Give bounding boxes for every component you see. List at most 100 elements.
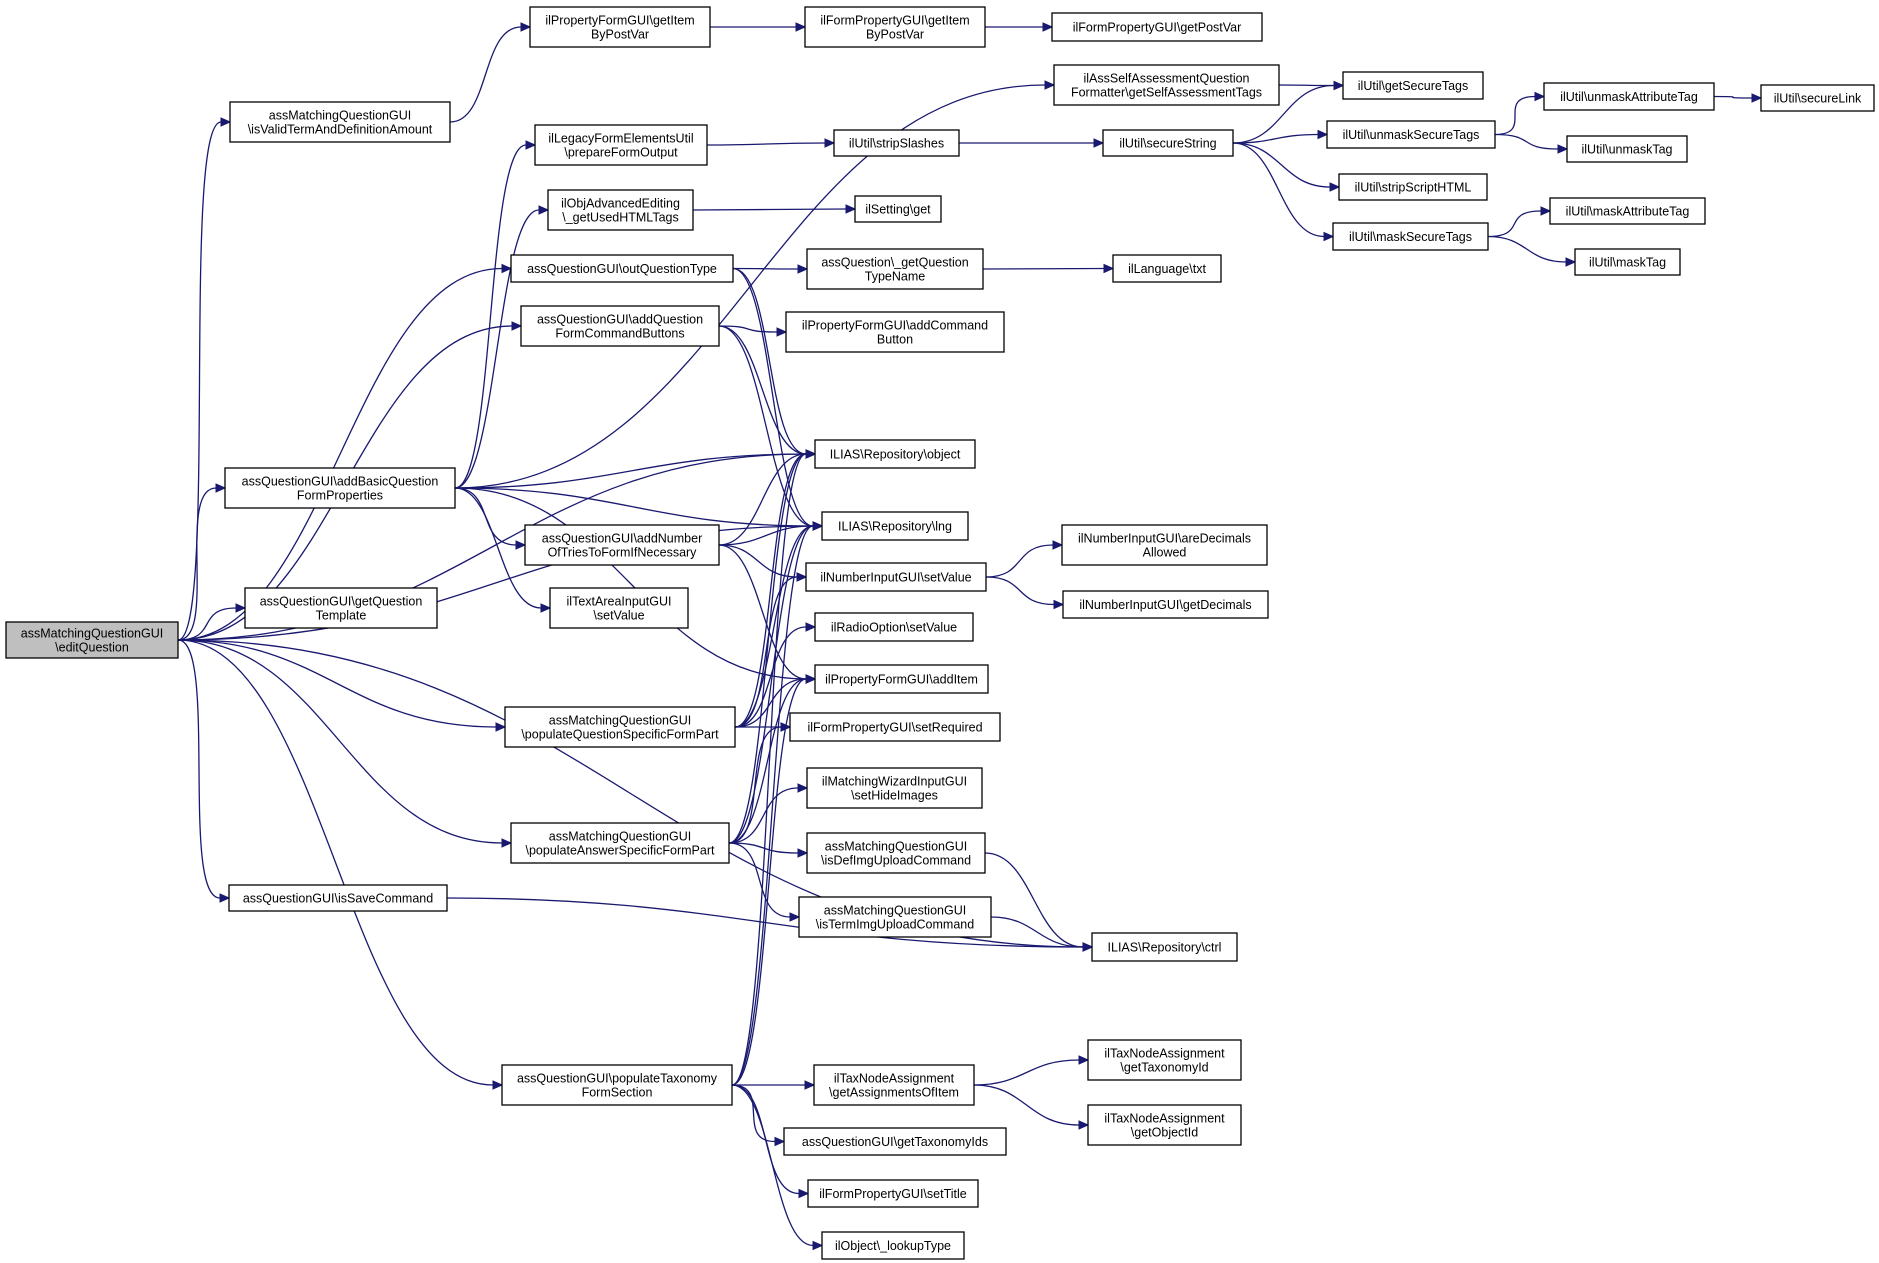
node-label: ilLegacyFormElementsUtil <box>548 132 693 146</box>
node-label: ilUtil\maskSecureTags <box>1349 230 1472 244</box>
node-label: \isDefImgUploadCommand <box>821 854 971 868</box>
node-label: \prepareFormOutput <box>564 146 678 160</box>
node-addNumberOfTries[interactable]: assQuestionGUI\addNumberOfTriesToFormIfN… <box>524 524 720 566</box>
node-selfAssess[interactable]: ilAssSelfAssessmentQuestionFormatter\get… <box>1053 64 1280 106</box>
node-isDefImgUpload[interactable]: assMatchingQuestionGUI\isDefImgUploadCom… <box>806 832 986 874</box>
call-edge-unmaskSecureTags-to-unmaskAttributeTag <box>1494 91 1546 136</box>
node-secureString[interactable]: ilUtil\secureString <box>1102 129 1234 157</box>
node-setRequired[interactable]: ilFormPropertyGUI\setRequired <box>789 712 1001 742</box>
node-getDecimals[interactable]: ilNumberInputGUI\getDecimals <box>1062 590 1269 619</box>
node-unmaskAttributeTag[interactable]: ilUtil\unmaskAttributeTag <box>1543 82 1715 111</box>
node-label: TypeName <box>865 270 925 284</box>
node-label: ilTaxNodeAssignment <box>1104 1112 1225 1126</box>
node-secureLink[interactable]: ilUtil\secureLink <box>1760 84 1875 112</box>
node-textAreaSetValue[interactable]: ilTextAreaInputGUI\setValue <box>549 587 689 629</box>
edge-arrowhead <box>1534 91 1546 102</box>
call-edge-populateASFP-to-setRequired <box>728 722 792 844</box>
edge-line <box>732 267 807 455</box>
node-label: assMatchingQuestionGUI <box>269 109 411 123</box>
node-stripScriptHTML[interactable]: ilUtil\stripScriptHTML <box>1338 173 1488 201</box>
node-root[interactable]: assMatchingQuestionGUI\editQuestion <box>5 621 179 659</box>
node-populateASFP[interactable]: assMatchingQuestionGUI\populateAnswerSpe… <box>510 822 730 864</box>
node-label: Allowed <box>1143 546 1187 560</box>
node-repoCtrl[interactable]: ILIAS\Repository\ctrl <box>1091 932 1238 962</box>
node-box <box>524 524 720 566</box>
node-legacyForm[interactable]: ilLegacyFormElementsUtil\prepareFormOutp… <box>534 124 708 166</box>
node-stripSlashes[interactable]: ilUtil\stripSlashes <box>833 129 960 157</box>
node-isSaveCommand[interactable]: assQuestionGUI\isSaveCommand <box>228 884 448 912</box>
edge-arrowhead <box>520 22 532 32</box>
node-maskSecureTags[interactable]: ilUtil\maskSecureTags <box>1332 222 1489 251</box>
node-settingGet[interactable]: ilSetting\get <box>854 195 942 223</box>
node-outQuestionType[interactable]: assQuestionGUI\outQuestionType <box>510 254 734 283</box>
node-populateTaxonomy[interactable]: assQuestionGUI\populateTaxonomyFormSecti… <box>501 1064 733 1106</box>
node-label: assMatchingQuestionGUI <box>549 830 691 844</box>
node-addBasicQFP[interactable]: assQuestionGUI\addBasicQuestionFormPrope… <box>224 467 456 509</box>
node-label: ilPropertyFormGUI\addCommand <box>802 319 988 333</box>
edge-arrowhead <box>1053 599 1065 610</box>
edge-arrowhead <box>501 263 513 274</box>
edge-arrowhead <box>1323 231 1335 242</box>
node-maskAttributeTag[interactable]: ilUtil\maskAttributeTag <box>1549 197 1706 225</box>
node-repoObject[interactable]: ILIAS\Repository\object <box>814 439 976 469</box>
call-edge-populateASFP-to-setHideImages <box>728 783 809 844</box>
call-edge-legacyForm-to-stripSlashes <box>706 138 836 148</box>
node-advEditing[interactable]: ilObjAdvancedEditing\_getUsedHTMLTags <box>547 189 694 231</box>
node-getTaxonomyIds[interactable]: assQuestionGUI\getTaxonomyIds <box>783 1127 1007 1156</box>
node-label: ilUtil\unmaskTag <box>1581 143 1672 157</box>
node-label: ilFormPropertyGUI\setTitle <box>819 1187 967 1201</box>
node-box <box>806 248 984 290</box>
node-getTaxonomyId[interactable]: ilTaxNodeAssignment\getTaxonomyId <box>1087 1039 1242 1081</box>
edge-line <box>1232 133 1319 144</box>
call-edge-populateTaxonomy-to-getAssignmentsOfItem <box>732 1080 816 1090</box>
node-lookupType[interactable]: ilObject\_lookupType <box>821 1231 965 1260</box>
node-box <box>1062 590 1269 619</box>
node-validTerm[interactable]: assMatchingQuestionGUI\isValidTermAndDef… <box>229 101 451 143</box>
call-edge-populateQSFP-to-repoObject <box>734 449 817 728</box>
call-edge-getQuestionTypeName-to-languageTxt <box>982 263 1115 274</box>
call-edge-maskSecureTags-to-maskAttributeTag <box>1487 206 1552 238</box>
edge-arrowhead <box>797 783 809 793</box>
edge-line <box>985 544 1054 578</box>
node-setHideImages[interactable]: ilMatchingWizardInputGUI\setHideImages <box>806 767 983 809</box>
node-addItem[interactable]: ilPropertyFormGUI\addItem <box>814 664 989 694</box>
node-getAssignmentsOfItem[interactable]: ilTaxNodeAssignment\getAssignmentsOfItem <box>813 1064 975 1106</box>
node-label: ilTextAreaInputGUI <box>567 595 672 609</box>
call-edge-numSetValue-to-getDecimals <box>985 576 1065 610</box>
call-edge-populateTaxonomy-to-addItem <box>731 674 817 1086</box>
edge-arrowhead <box>774 1136 786 1147</box>
node-unmaskSecureTags[interactable]: ilUtil\unmaskSecureTags <box>1326 120 1496 149</box>
call-edge-root-to-addBasicQFP <box>177 483 227 641</box>
node-box <box>854 195 942 223</box>
node-getPostVar[interactable]: ilFormPropertyGUI\getPostVar <box>1051 12 1263 42</box>
node-languageTxt[interactable]: ilLanguage\txt <box>1112 254 1222 283</box>
call-edge-populateTaxonomy-to-getTaxonomyIds <box>731 1084 786 1147</box>
node-repoLng[interactable]: ILIAS\Repository\lng <box>821 511 969 541</box>
node-radioSetValue[interactable]: ilRadioOption\setValue <box>814 612 974 642</box>
node-numSetValue[interactable]: ilNumberInputGUI\setValue <box>805 562 987 592</box>
node-getSecureTags[interactable]: ilUtil\getSecureTags <box>1342 71 1484 100</box>
node-label: \populateAnswerSpecificFormPart <box>526 844 715 858</box>
edge-line <box>728 787 799 844</box>
node-label: ilUtil\secureString <box>1119 137 1216 151</box>
node-isTermImgUpload[interactable]: assMatchingQuestionGUI\isTermImgUploadCo… <box>798 896 992 938</box>
node-label: ilUtil\secureLink <box>1774 92 1862 106</box>
node-populateQSFP[interactable]: assMatchingQuestionGUI\populateQuestionS… <box>504 706 736 748</box>
edge-arrowhead <box>1078 1120 1090 1130</box>
edge-arrowhead <box>538 205 550 215</box>
edge-line <box>454 144 527 489</box>
edge-arrowhead <box>1042 22 1054 32</box>
node-setTitle[interactable]: ilFormPropertyGUI\setTitle <box>807 1179 979 1208</box>
node-getObjectId[interactable]: ilTaxNodeAssignment\getObjectId <box>1087 1104 1242 1146</box>
node-maskTag[interactable]: ilUtil\maskTag <box>1574 248 1681 276</box>
node-unmaskTag[interactable]: ilUtil\unmaskTag <box>1566 135 1688 163</box>
call-edge-getAssignmentsOfItem-to-getObjectId <box>973 1084 1090 1130</box>
node-box <box>244 587 438 629</box>
node-addQFormCmdButtons[interactable]: assQuestionGUI\addQuestionFormCommandBut… <box>520 305 720 347</box>
